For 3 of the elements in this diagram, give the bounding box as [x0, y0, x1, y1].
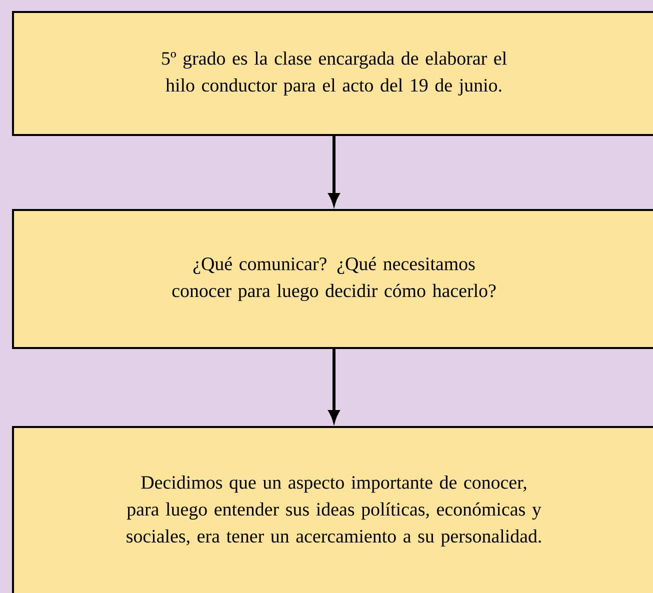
process-box: Decidimos que un aspecto importante de conocer, para luego entender sus ideas políticas, económicas y sociales, era tener un acercamiento a su personalidad.: [12, 426, 653, 593]
process-box: ¿Qué comunicar? ¿Qué necesitamos conocer para luego decidir cómo hacerlo?: [12, 209, 653, 349]
process-box: 5º grado es la clase encargada de elaborar el hilo conductor para el acto del 19 de junio.: [12, 11, 653, 136]
